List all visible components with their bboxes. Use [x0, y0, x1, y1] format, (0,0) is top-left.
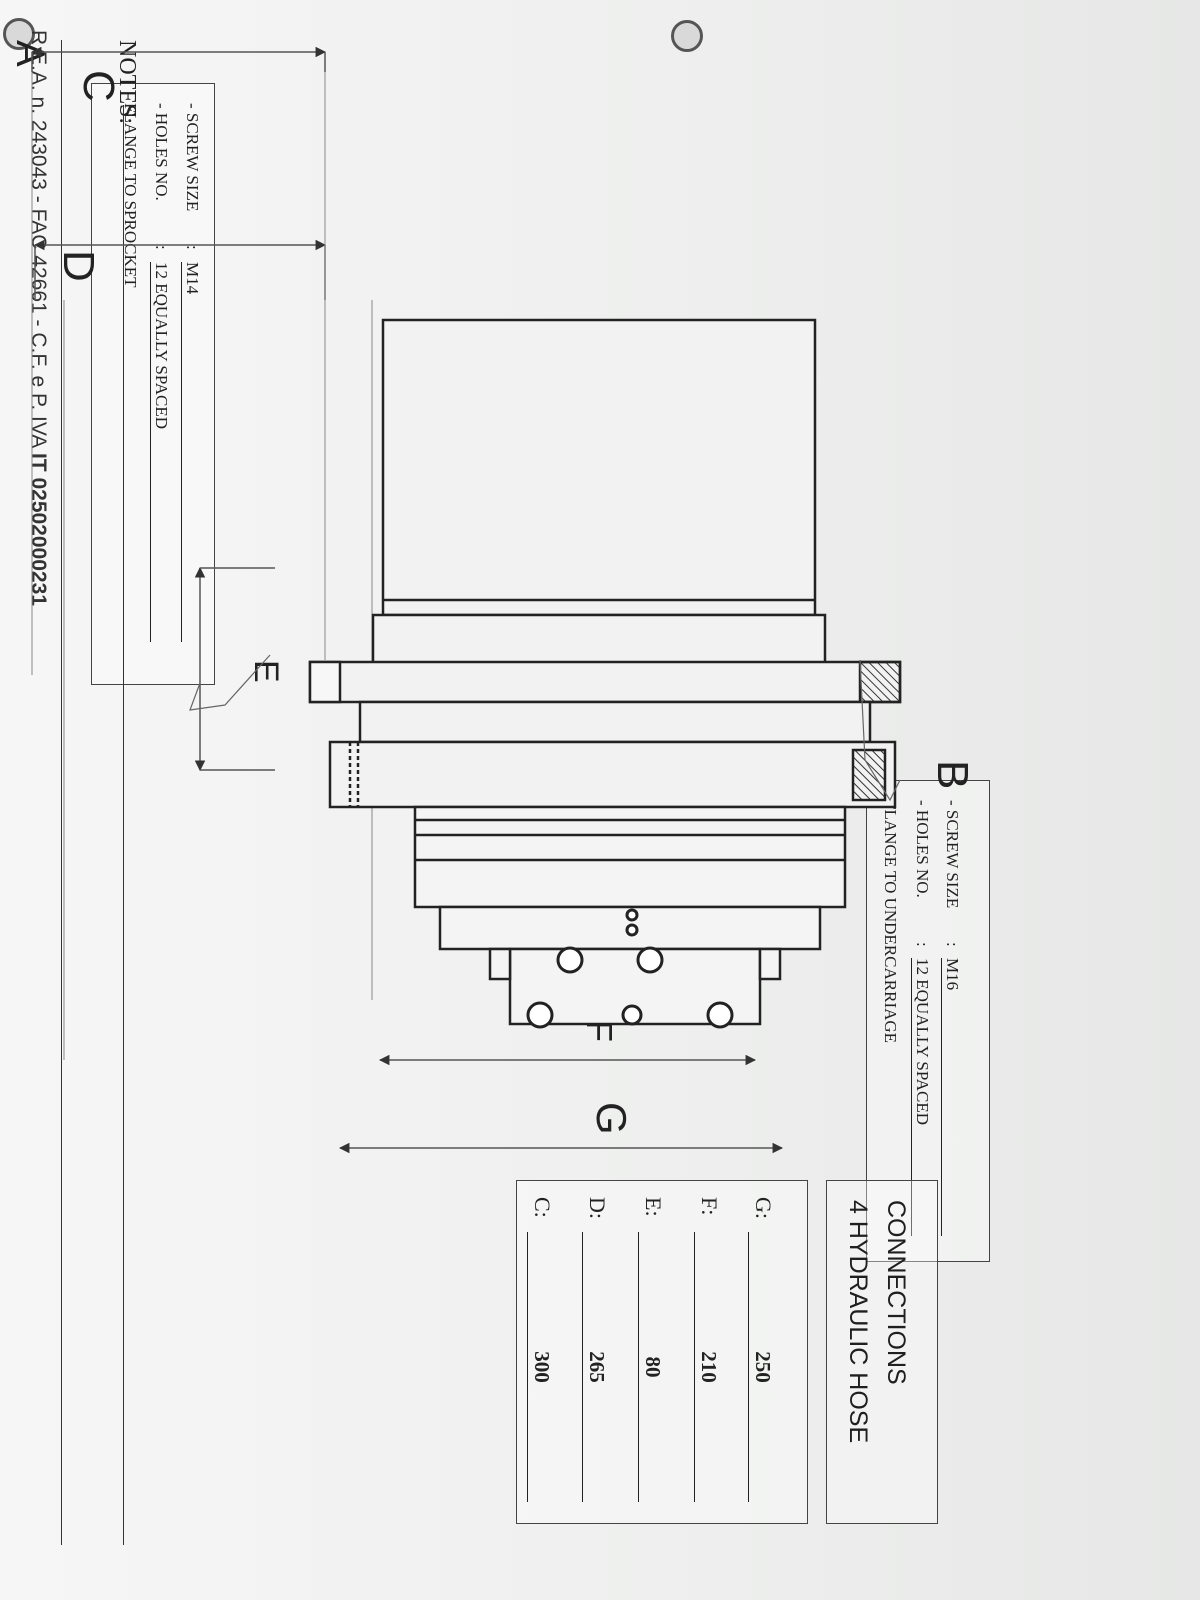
- motor-body: [413, 805, 847, 1026]
- hydraulic-ports: [526, 908, 734, 1029]
- dim-label-f: F:: [697, 1197, 722, 1216]
- flange-undercarriage-holes-label: - HOLES NO.: [913, 800, 932, 898]
- flange-undercarriage-colon: :: [913, 942, 932, 947]
- dim-value-c: 300: [527, 1232, 554, 1502]
- leader-lines: [189, 654, 901, 802]
- dim-c-arrow: [30, 46, 327, 72]
- hydraulic-hose-line2: CONNECTIONS: [882, 1200, 910, 1385]
- flange-undercarriage-colon: :: [943, 942, 962, 947]
- header-registry-line: R.E.A. n. 243043 - FAC 42661 - C.F. e P.…: [27, 30, 50, 606]
- flange-sprocket-colon: :: [152, 245, 171, 250]
- label-a: A: [8, 40, 52, 67]
- binder-ring: [671, 20, 703, 52]
- flange-sprocket-holes-value: 12 EQUALLY SPACED: [150, 262, 171, 642]
- dim-value-f: 210: [694, 1232, 721, 1502]
- label-g: G: [588, 1102, 635, 1135]
- dim-label-c: C:: [530, 1197, 555, 1218]
- label-f: F: [579, 1020, 620, 1042]
- flange-sprocket-colon: :: [183, 245, 202, 250]
- hydraulic-hose-line1: 4 HYDRAULIC HOSE: [844, 1200, 872, 1444]
- dim-label-d: D:: [585, 1197, 610, 1219]
- notes-line: [123, 105, 124, 1545]
- label-c: C: [74, 70, 123, 102]
- flange-sprocket-screw-label: - SCREW SIZE: [183, 103, 202, 212]
- label-b: B: [928, 760, 977, 790]
- drum: [371, 318, 827, 665]
- flange-undercarriage-screw-value: M16: [941, 958, 962, 1236]
- dim-label-g: G:: [751, 1197, 776, 1219]
- flange-undercarriage-title: FLANGE TO UNDERCARRIAGE: [881, 800, 900, 1044]
- label-d: D: [54, 250, 103, 282]
- sprocket-flange: [308, 660, 902, 809]
- flange-sprocket-holes-label: - HOLES NO.: [152, 103, 171, 201]
- dim-value-e: 80: [638, 1232, 665, 1502]
- dim-value-g: 250: [748, 1232, 775, 1502]
- flange-sprocket-screw-value: M14: [181, 262, 202, 642]
- dim-value-d: 265: [582, 1232, 609, 1502]
- flange-undercarriage-screw-label: - SCREW SIZE: [943, 800, 962, 909]
- label-e: E: [247, 660, 285, 683]
- dim-label-e: E:: [641, 1197, 666, 1217]
